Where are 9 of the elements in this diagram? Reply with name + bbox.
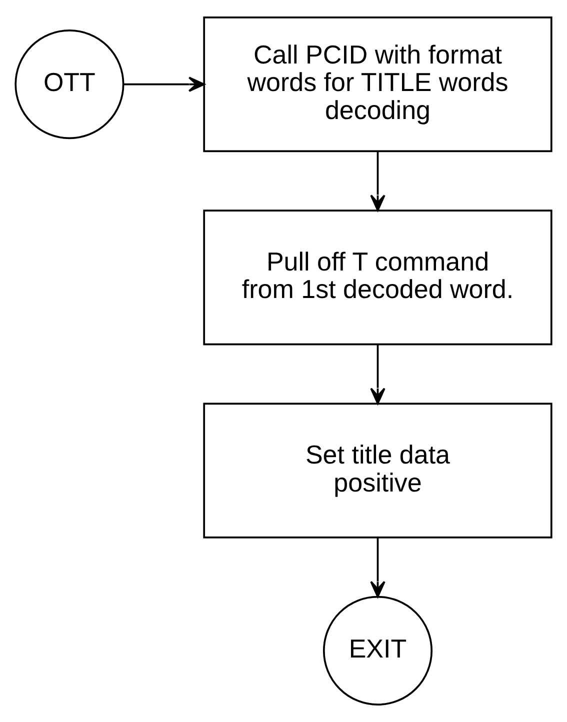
node-circle: OTT xyxy=(14,30,124,140)
arrow xyxy=(370,344,386,404)
arrow xyxy=(370,151,386,212)
arrow xyxy=(124,76,205,92)
node-circle: EXIT xyxy=(322,596,433,706)
node-box: Set title data positive xyxy=(203,402,552,538)
arrow xyxy=(370,538,386,598)
node-box: Pull off T command from 1st decoded word. xyxy=(203,210,552,346)
node-box: Call PCID with format words for TITLE words decoding xyxy=(203,16,552,152)
